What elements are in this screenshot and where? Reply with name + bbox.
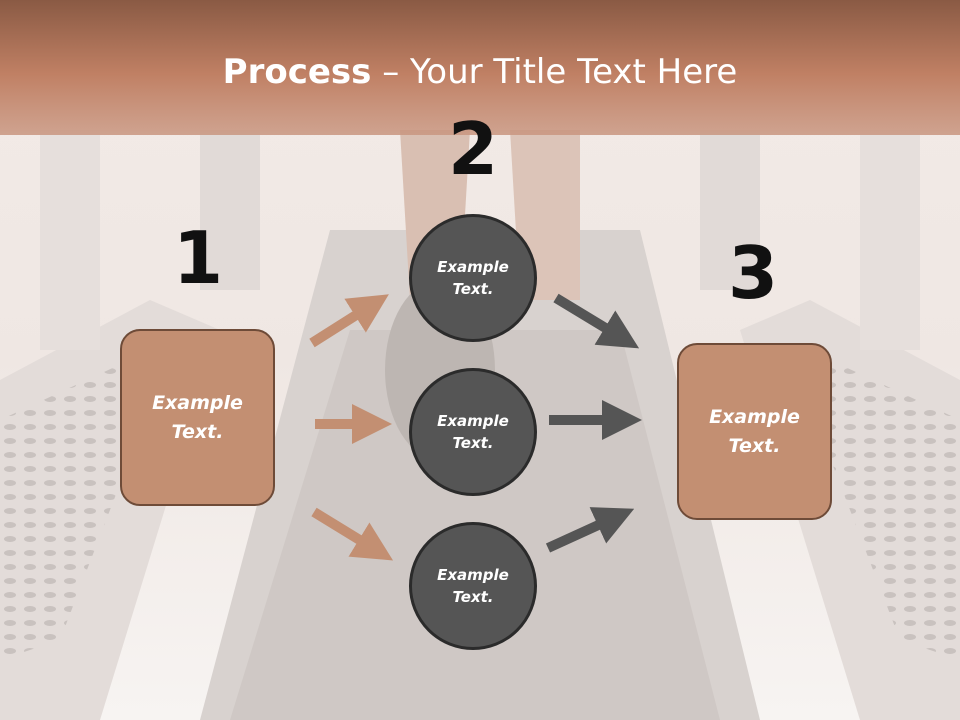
- circle-middle-line1: Example: [437, 411, 509, 430]
- left-box-line1: Example: [152, 392, 243, 414]
- circle-bottom: Example Text.: [409, 522, 537, 650]
- right-example-box: Example Text.: [677, 343, 832, 520]
- circle-bottom-line1: Example: [437, 565, 509, 584]
- page-title: Process – Your Title Text Here: [0, 52, 960, 92]
- right-box-line2: Text.: [728, 434, 781, 457]
- arrow-top-to-right: [553, 293, 640, 349]
- left-example-box: Example Text.: [120, 329, 275, 506]
- circle-middle: Example Text.: [409, 368, 537, 496]
- step-number-2: 2: [447, 107, 499, 191]
- title-rest: Your Title Text Here: [410, 52, 738, 92]
- step-number-3: 3: [727, 231, 779, 315]
- circle-top-line2: Text.: [452, 280, 494, 298]
- title-bold: Process: [222, 52, 372, 92]
- title-separator: –: [371, 52, 411, 92]
- left-box-line2: Text.: [171, 420, 224, 443]
- circle-bottom-line2: Text.: [452, 588, 494, 606]
- arrow-bottom-to-right: [545, 507, 635, 553]
- arrow-left-to-bottom: [311, 507, 394, 561]
- circle-middle-line2: Text.: [452, 434, 494, 452]
- step-number-1: 1: [172, 216, 224, 300]
- arrow-left-to-top: [309, 294, 389, 348]
- circle-top: Example Text.: [409, 214, 537, 342]
- circle-top-line1: Example: [437, 257, 509, 276]
- right-box-line1: Example: [709, 406, 800, 428]
